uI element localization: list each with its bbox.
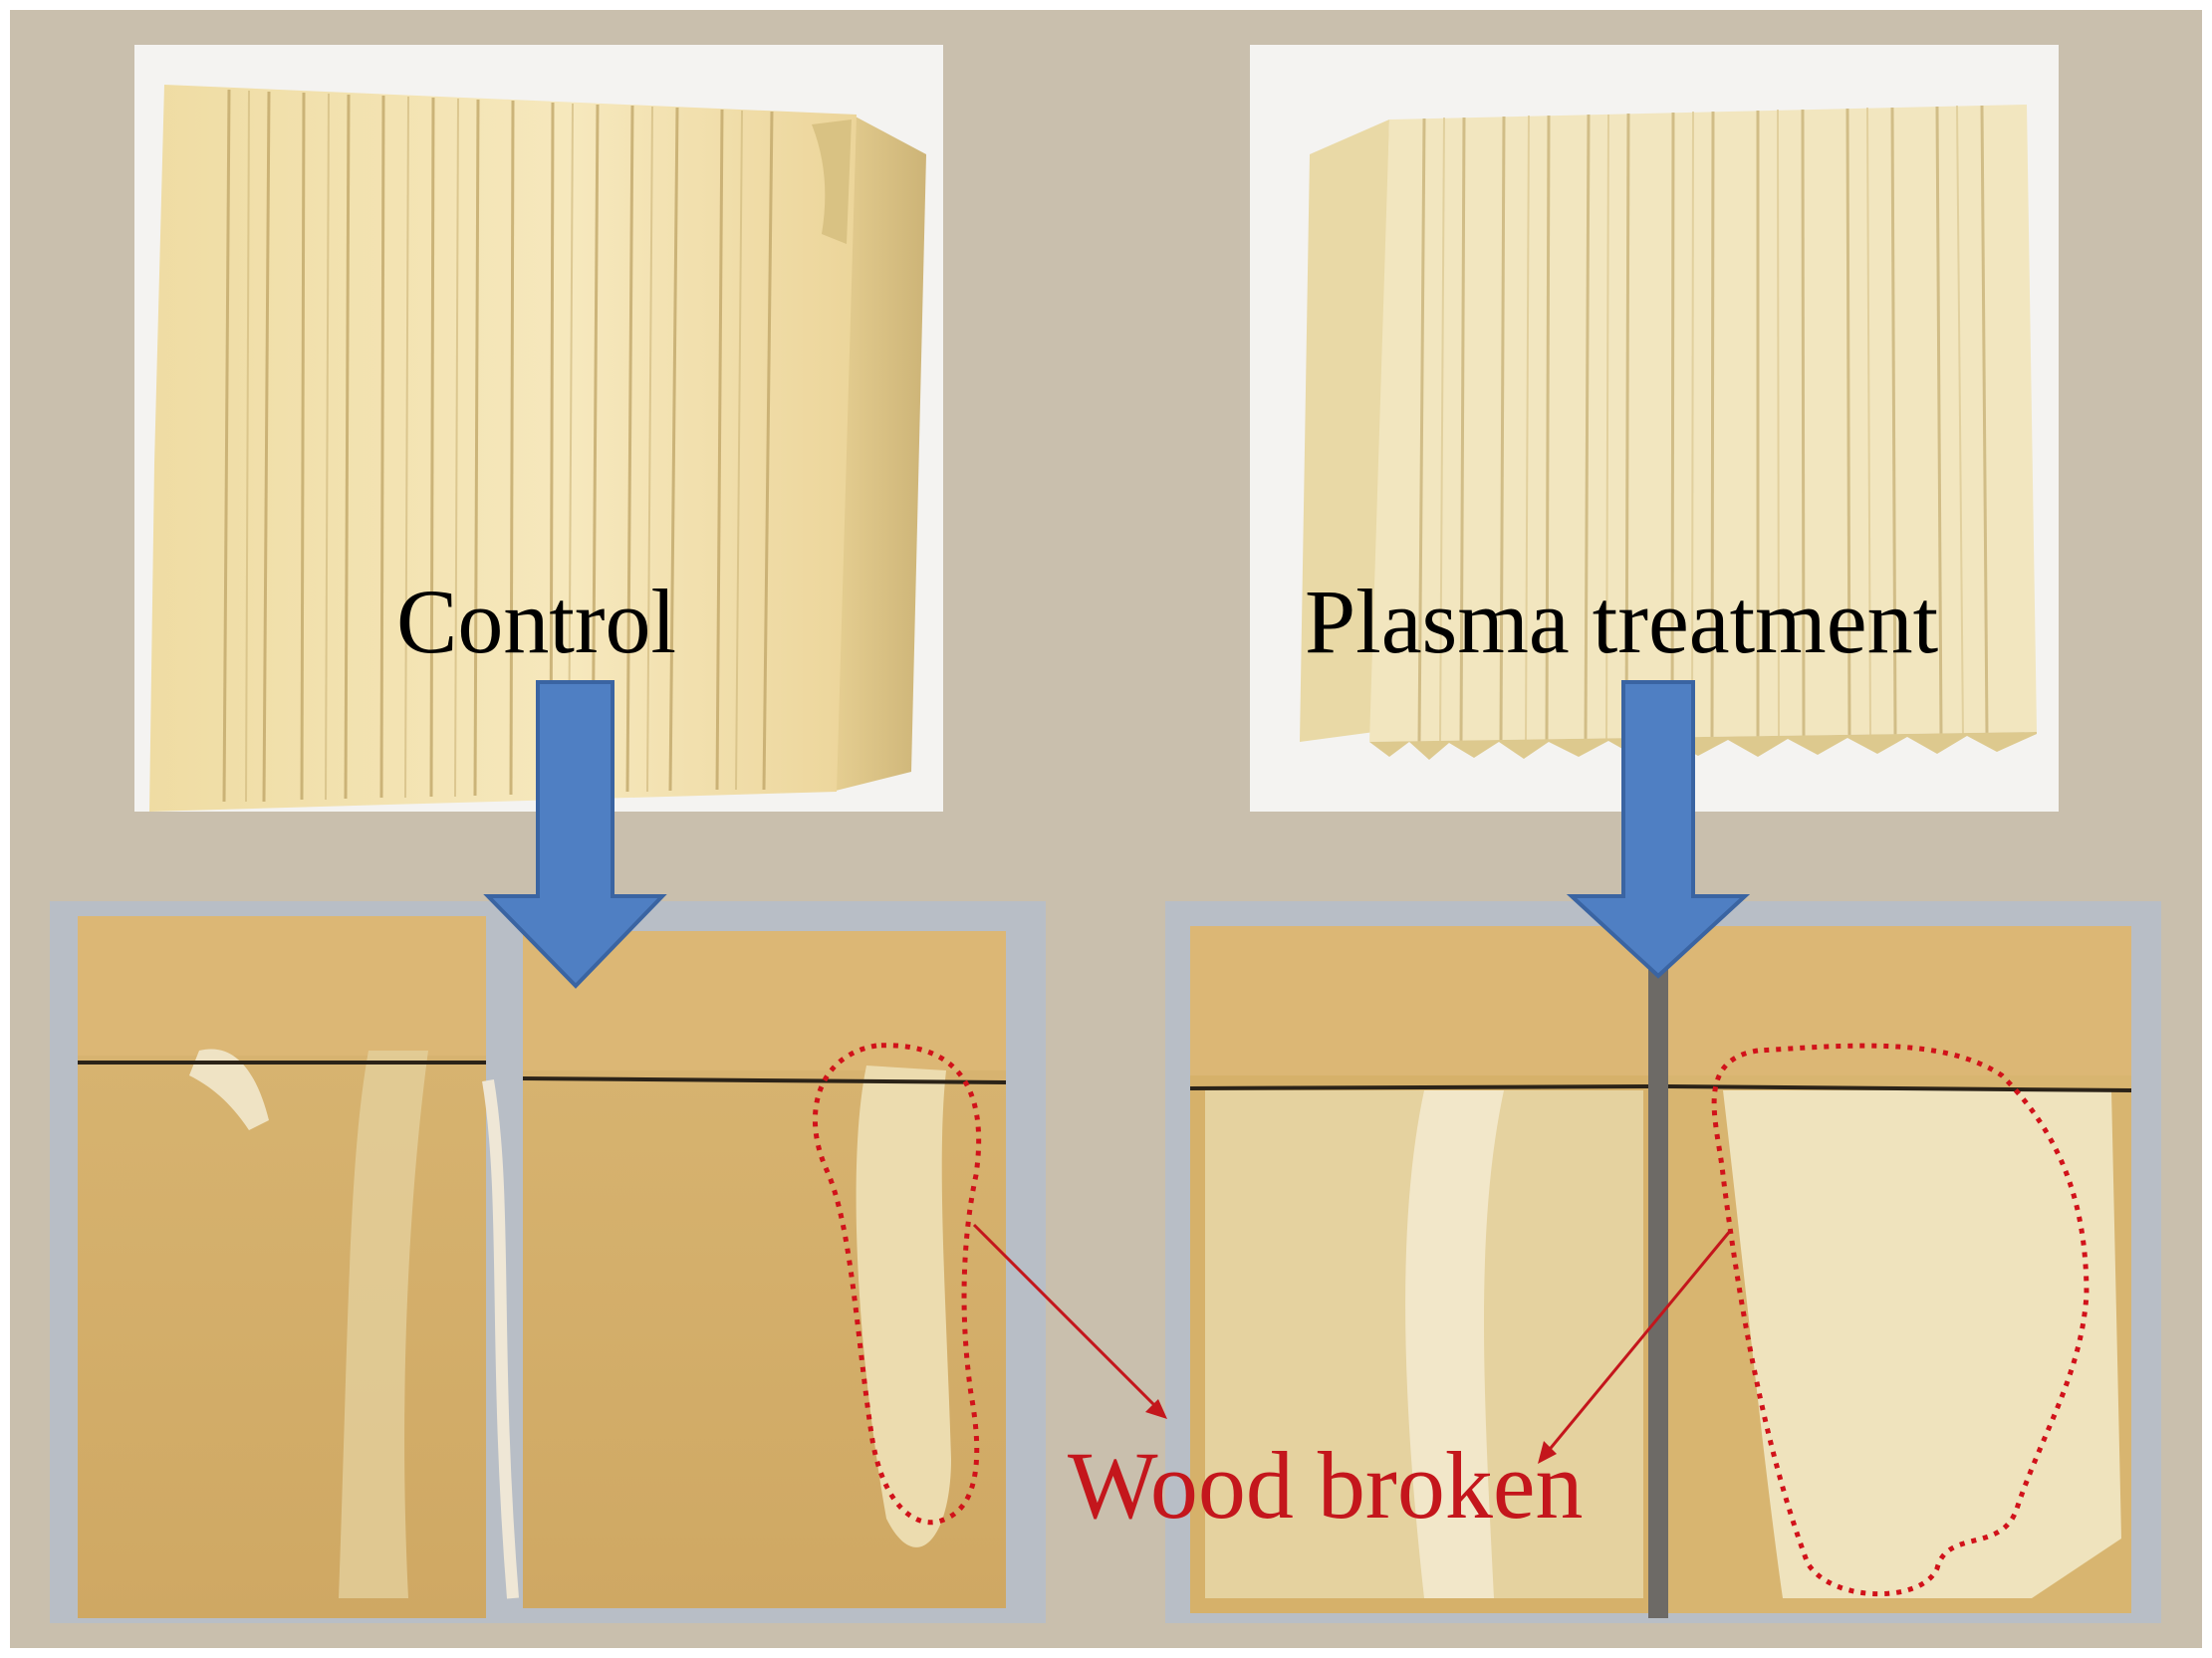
pointer-arrowhead-plasma bbox=[1538, 1441, 1557, 1464]
broken-region-outline-control bbox=[812, 1043, 982, 1526]
plasma-treatment-label: Plasma treatment bbox=[1305, 571, 1939, 672]
control-broken-photo bbox=[50, 901, 1046, 1623]
arrow-down-control bbox=[483, 680, 667, 989]
pointer-line-control bbox=[972, 1223, 1165, 1416]
wood-broken-label: Wood broken bbox=[1068, 1432, 1584, 1539]
control-block-image bbox=[134, 45, 943, 812]
arrow-down-plasma bbox=[1566, 680, 1751, 979]
pointer-arrowhead-control bbox=[1145, 1399, 1167, 1419]
plasma-broken-photo bbox=[1165, 901, 2161, 1623]
pointer-line-plasma bbox=[1540, 1229, 1733, 1460]
control-label: Control bbox=[396, 571, 677, 672]
plasma-broken-image bbox=[1165, 901, 2161, 1623]
control-block-photo bbox=[134, 45, 943, 812]
control-broken-image bbox=[50, 901, 1046, 1623]
broken-region-outline-plasma bbox=[1711, 1043, 2089, 1597]
